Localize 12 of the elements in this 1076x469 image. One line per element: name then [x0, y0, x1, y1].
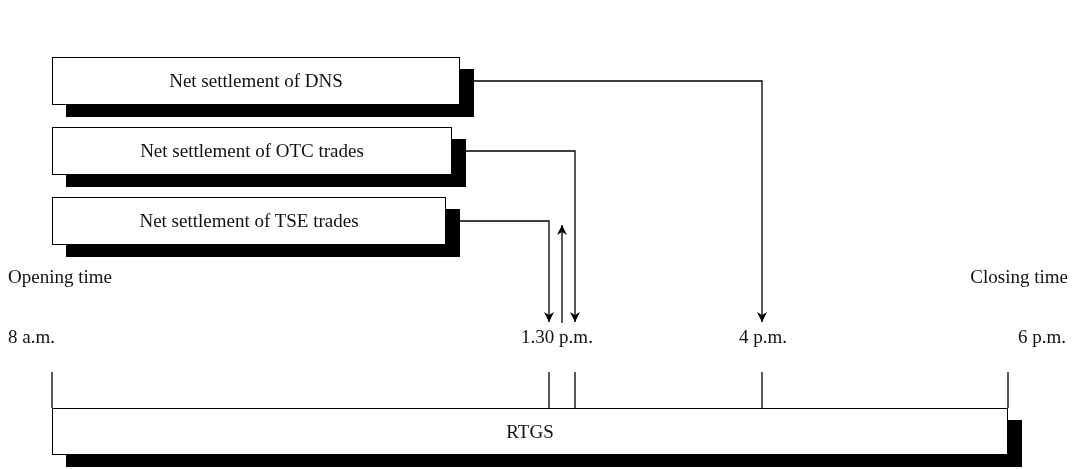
time-label: Closing time — [970, 266, 1068, 288]
time-label: 8 a.m. — [8, 326, 55, 348]
time-label: 4 p.m. — [733, 326, 793, 348]
box-label: RTGS — [506, 420, 554, 443]
arrow — [557, 224, 567, 324]
time-label: Opening time — [8, 266, 112, 288]
time-label: 6 p.m. — [1017, 326, 1066, 348]
box-label: Net settlement of OTC trades — [140, 140, 364, 162]
box-label: Net settlement of TSE trades — [139, 210, 359, 232]
box-label: Net settlement of DNS — [169, 70, 343, 92]
time-label: 1.30 p.m. — [515, 326, 599, 348]
arrow — [459, 220, 554, 323]
